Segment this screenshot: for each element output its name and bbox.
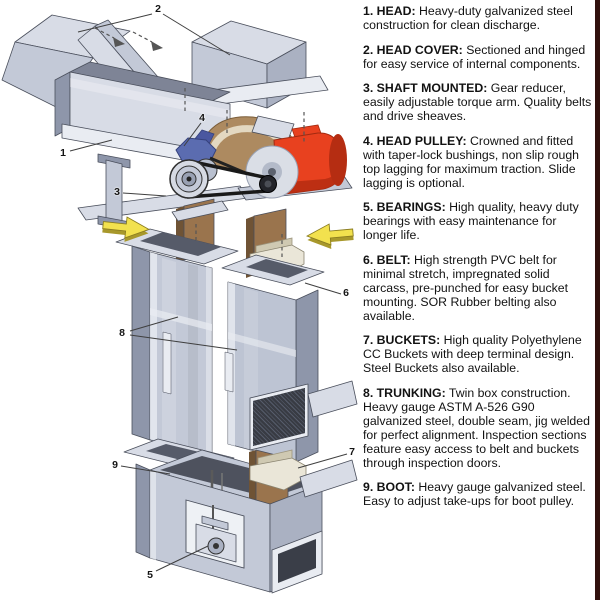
part-body-9: Heavy gauge galvanized steel. Easy to ad…: [363, 480, 586, 509]
part-heading-3: 3. SHAFT MOUNTED:: [363, 81, 488, 96]
motor: [245, 124, 347, 199]
part-body-5: High quality, heavy duty bearings with e…: [363, 200, 579, 243]
part-body-2: Sectioned and hinged for easy service of…: [363, 42, 586, 71]
gear-reducer: [175, 129, 263, 182]
part-body-4: Crowned and fitted with taper-lock bushi…: [363, 133, 580, 190]
part-body-8: Twin box construction. Heavy gauge ASTM …: [363, 385, 590, 470]
drive-sheaves-belts: [169, 158, 277, 199]
part-body-3: Gear reducer, easily adjustable torque a…: [363, 81, 592, 124]
part-item-1: 1. HEAD: Heavy-duty galvanized steel con…: [363, 4, 593, 32]
callout-5: 5: [147, 568, 153, 581]
part-item-4: 4. HEAD PULLEY: Crowned and fitted with …: [363, 134, 593, 190]
part-body-7: High quality Polyethylene CC Buckets wit…: [363, 333, 582, 376]
part-body-6: High strength PVC belt for minimal stret…: [363, 252, 569, 323]
part-heading-7: 7. BUCKETS:: [363, 333, 441, 348]
part-heading-2: 2. HEAD COVER:: [363, 42, 463, 57]
callout-8: 8: [119, 326, 125, 339]
part-heading-4: 4. HEAD PULLEY:: [363, 133, 467, 148]
elevator-diagram: 1 2 3 4 5 6 7 8 9: [1, 2, 358, 594]
callout-4: 4: [199, 111, 205, 124]
callout-6: 6: [343, 286, 349, 299]
part-heading-8: 8. TRUNKING:: [363, 385, 446, 400]
inspection-door-open: [307, 380, 358, 418]
callout-1: 1: [60, 146, 66, 159]
part-heading-9: 9. BOOT:: [363, 480, 415, 495]
part-heading-6: 6. BELT:: [363, 252, 411, 267]
callout-9: 9: [112, 458, 118, 471]
part-item-5: 5. BEARINGS: High quality, heavy duty be…: [363, 200, 593, 242]
part-item-3: 3. SHAFT MOUNTED: Gear reducer, easily a…: [363, 81, 593, 123]
part-item-8: 8. TRUNKING: Twin box construction. Heav…: [363, 386, 593, 470]
part-body-1: Heavy-duty galvanized steel construction…: [363, 4, 573, 33]
boot-body: [135, 459, 358, 594]
trunking-left: [131, 245, 213, 457]
elevator-illustration: [1, 13, 358, 594]
part-item-2: 2. HEAD COVER: Sectioned and hinged for …: [363, 43, 593, 71]
parts-list: 1. HEAD: Heavy-duty galvanized steel con…: [362, 0, 596, 604]
inlet-arrow-left: [102, 216, 150, 242]
trunking-right: [224, 281, 358, 463]
inlet-arrow-right: [306, 223, 354, 249]
part-item-6: 6. BELT: High strength PVC belt for mini…: [363, 253, 593, 323]
callout-lines: [69, 13, 348, 572]
trunk-flanges: [115, 228, 325, 286]
exploded-guides: [94, 27, 305, 260]
callout-3: 3: [114, 185, 120, 198]
boot-discharge-opening: [278, 539, 316, 583]
callout-7: 7: [349, 445, 355, 458]
part-heading-5: 5. BEARINGS:: [363, 200, 446, 215]
page-edge-strip: [595, 0, 600, 600]
part-heading-1: 1. HEAD:: [363, 4, 416, 18]
boot-side-panel: [299, 459, 358, 498]
callout-2: 2: [155, 2, 161, 15]
part-item-7: 7. BUCKETS: High quality Polyethylene CC…: [363, 333, 593, 375]
part-item-9: 9. BOOT: Heavy gauge galvanized steel. E…: [363, 480, 593, 508]
